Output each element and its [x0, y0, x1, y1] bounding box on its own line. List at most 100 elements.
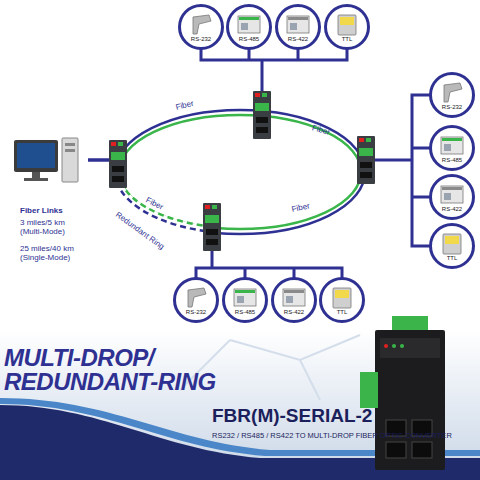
pc-link	[88, 158, 109, 162]
led	[400, 344, 404, 348]
background-panel	[0, 330, 480, 480]
monitor-stand	[32, 172, 40, 178]
fiber-port	[412, 442, 432, 458]
fiber-port	[206, 239, 218, 245]
text-label: RS232 / RS485 / RS422 TO MULTI-DROP FIBE…	[212, 432, 452, 440]
fiber-port	[112, 166, 124, 172]
plc-panel	[241, 23, 248, 30]
interface-label: RS-232	[176, 309, 216, 315]
text-label: 3 miles/5 km (Multi-Mode)	[20, 219, 84, 237]
display-screen	[445, 236, 459, 244]
scanner-icon	[188, 288, 206, 307]
monitor	[14, 140, 58, 172]
plc-icon	[441, 186, 463, 203]
fiber-converter	[357, 136, 375, 184]
interface-label: TTL	[432, 255, 472, 261]
led	[359, 138, 364, 142]
led	[366, 138, 371, 142]
tower	[62, 138, 78, 182]
display-screen	[335, 290, 349, 298]
led	[262, 93, 267, 97]
plc-panel	[444, 193, 451, 200]
fiber-port	[360, 162, 372, 168]
interface-label: RS-422	[278, 36, 318, 42]
interface-circle: RS-485	[429, 125, 475, 171]
led	[111, 142, 116, 146]
plc-panel	[444, 144, 451, 151]
led	[384, 344, 388, 348]
diagram-title: MULTI-DROP/ REDUNDANT-RING	[4, 346, 254, 394]
drive-bay	[65, 149, 75, 152]
display-icon	[338, 15, 356, 35]
text-label: Fiber Links	[20, 207, 63, 216]
text-label: Fiber	[291, 202, 311, 214]
interface-label: RS-232	[432, 104, 472, 110]
fiber-port	[386, 442, 406, 458]
interface-circle: RS-422	[271, 277, 317, 323]
top-bus	[201, 49, 347, 93]
display-screen	[340, 17, 354, 25]
fiber-converter	[203, 203, 221, 251]
fiber-port	[256, 127, 268, 133]
terminal-block	[111, 152, 125, 160]
monitor-screen	[17, 143, 55, 168]
redundant-fiber	[119, 172, 214, 227]
interface-label: RS-422	[432, 206, 472, 212]
terminal-block	[205, 215, 219, 223]
fiber-ring	[115, 110, 365, 234]
interface-label: RS-485	[432, 157, 472, 163]
terminal-block	[360, 372, 378, 408]
scanner-icon	[444, 83, 462, 102]
interface-label: RS-485	[225, 309, 265, 315]
fiber-port	[206, 229, 218, 235]
plc-icon	[441, 137, 463, 154]
product-image	[360, 316, 445, 470]
led	[212, 205, 217, 209]
scanner-icon	[193, 15, 211, 34]
interface-label: TTL	[327, 36, 367, 42]
interface-circle: RS-485	[222, 277, 268, 323]
plc-icon	[234, 289, 256, 306]
interface-circle: TTL	[324, 4, 370, 50]
terminal-block	[359, 148, 373, 156]
led	[205, 205, 210, 209]
plc-icon	[283, 289, 305, 306]
fiber-converter	[253, 91, 271, 139]
plc-terminals	[235, 290, 255, 293]
fiber-converter	[109, 140, 127, 188]
computer-icon	[14, 138, 78, 182]
right-bus	[375, 95, 430, 246]
interface-circle: RS-485	[226, 4, 272, 50]
text-label: Fiber	[311, 124, 331, 137]
plc-icon	[287, 16, 309, 33]
interface-circle: TTL	[429, 223, 475, 269]
plc-panel	[286, 296, 293, 303]
led	[255, 93, 260, 97]
device-panel	[380, 338, 440, 358]
interface-label: RS-485	[229, 36, 269, 42]
monitor-base	[24, 178, 48, 181]
interface-circle: RS-422	[429, 174, 475, 220]
led	[118, 142, 123, 146]
drive-bay	[65, 143, 75, 146]
converter-body	[109, 140, 127, 188]
fiber-port	[360, 172, 372, 178]
interface-circle: TTL	[319, 277, 365, 323]
interface-circle: RS-232	[429, 72, 475, 118]
device-body	[375, 330, 445, 470]
plc-terminals	[442, 138, 462, 141]
text-label: 25 miles/40 km (Single-Mode)	[20, 245, 98, 263]
interface-label: TTL	[322, 309, 362, 315]
plc-terminals	[442, 187, 462, 190]
fiber-port	[112, 176, 124, 182]
plc-icon	[238, 16, 260, 33]
bottom-bus	[196, 251, 342, 278]
text-label: Fiber	[175, 100, 195, 113]
display-icon	[443, 234, 461, 254]
plc-terminals	[284, 290, 304, 293]
converter-body	[203, 203, 221, 251]
interface-circle: RS-232	[178, 4, 224, 50]
fiber-port	[256, 117, 268, 123]
interface-circle: RS-422	[275, 4, 321, 50]
